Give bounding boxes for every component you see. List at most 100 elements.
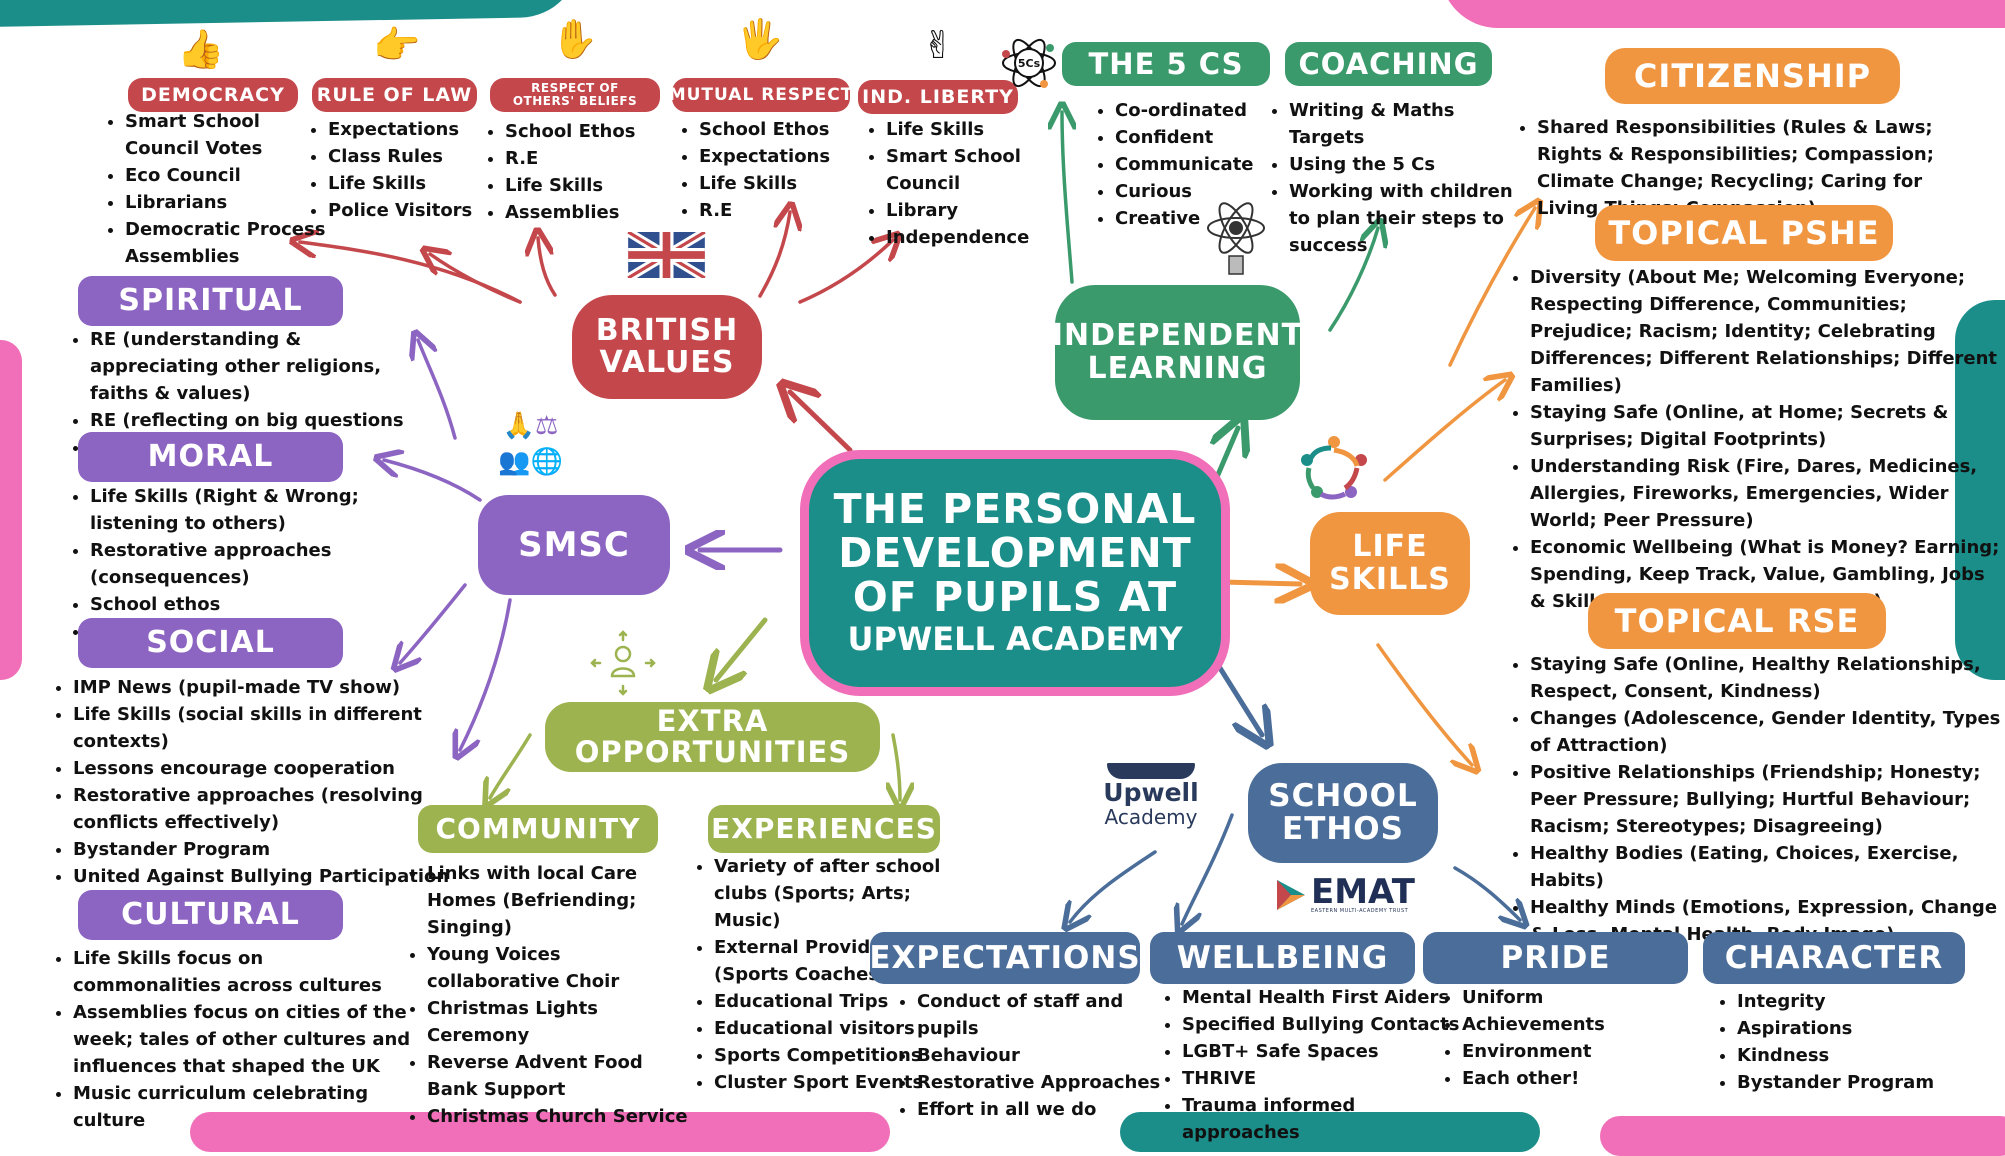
- five-cs-badge-text: 5Cs: [1018, 57, 1041, 70]
- label-respect-l2: OTHERS' BELIEFS: [512, 94, 638, 108]
- list-item: Healthy Bodies (Eating, Choices, Exercis…: [1530, 840, 2005, 894]
- centre-title-line3: OF PUPILS AT: [852, 573, 1178, 621]
- label-social: SOCIAL: [78, 618, 343, 668]
- label-cultural: CULTURAL: [78, 890, 343, 940]
- list-item: Smart School Council Votes: [125, 108, 335, 162]
- label-topical-rse: TOPICAL RSE: [1588, 593, 1886, 649]
- person-arrows-icon: [590, 630, 656, 696]
- list-item: Diversity (About Me; Welcoming Everyone;…: [1530, 264, 2000, 399]
- list-item: Independence: [886, 224, 1101, 251]
- list-item: Specified Bullying Contacts: [1182, 1011, 1462, 1038]
- list-item: Assemblies: [505, 199, 655, 226]
- list-item: Aspirations: [1737, 1015, 1967, 1042]
- label-citizenship: CITIZENSHIP: [1605, 48, 1900, 104]
- people-circle-icon: [1295, 432, 1373, 504]
- hub-british-values-l1: BRITISH: [595, 312, 739, 348]
- list-item: Bystander Program: [73, 836, 483, 863]
- label-expectations: EXPECTATIONS: [869, 932, 1140, 984]
- list-item: Life Skills: [699, 170, 869, 197]
- label-respect-l1: RESPECT OF: [531, 81, 619, 95]
- list-item: United Against Bullying Participation: [73, 863, 483, 890]
- label-ind-liberty: IND. LIBERTY: [858, 80, 1018, 114]
- list-respect: School Ethos R.E Life Skills Assemblies: [483, 118, 655, 226]
- hub-school-ethos: SCHOOL ETHOS: [1248, 763, 1438, 863]
- pointing-hand-icon: 👉: [373, 22, 421, 67]
- hub-extra-l1: EXTRA: [656, 703, 769, 738]
- connector-arrows: [0, 0, 2005, 1126]
- smsc-values-icons: 🙏⚖ 👥🌐: [478, 408, 583, 483]
- label-topical-pshe: TOPICAL PSHE: [1595, 205, 1893, 261]
- list-item: Class Rules: [328, 143, 498, 170]
- five-cs-atom-icon: 5Cs: [1000, 34, 1058, 92]
- list-item: Effort in all we do: [917, 1096, 1167, 1123]
- hub-british-values: BRITISH VALUES: [572, 295, 762, 399]
- upwell-logo-mark: [1107, 763, 1195, 779]
- label-coaching: COACHING: [1285, 42, 1492, 86]
- hub-life-skills-l2: SKILLS: [1329, 561, 1451, 597]
- emat-logo-subtext: EASTERN MULTI-ACADEMY TRUST: [1311, 908, 1409, 914]
- list-item: Positive Relationships (Friendship; Hone…: [1530, 759, 2005, 840]
- label-respect-of-others-beliefs: RESPECT OF OTHERS' BELIEFS: [490, 78, 660, 112]
- decor-blob-pink-left: [0, 340, 22, 680]
- list-item: Kindness: [1737, 1042, 1967, 1069]
- list-experiences: Variety of after school clubs (Sports; A…: [692, 853, 954, 1096]
- list-item: Bystander Program: [1737, 1069, 1967, 1096]
- hub-school-ethos-l2: ETHOS: [1282, 811, 1404, 847]
- list-item: Creative: [1115, 205, 1285, 232]
- list-expectations: Conduct of staff and pupils Behaviour Re…: [895, 988, 1167, 1123]
- list-item: RE (reflecting on big questions: [90, 407, 420, 434]
- list-item: Educational Trips: [714, 988, 954, 1015]
- hub-independent-learning-l2: LEARNING: [1087, 350, 1268, 386]
- list-item: Curious: [1115, 178, 1285, 205]
- list-the-5-cs: Co-ordinated Confident Communicate Curio…: [1093, 97, 1285, 232]
- list-item: School Ethos: [505, 118, 655, 145]
- centre-title-line1: THE PERSONAL: [833, 485, 1197, 533]
- list-item: Life Skills focus on commonalities acros…: [73, 945, 413, 999]
- list-item: Co-ordinated: [1115, 97, 1285, 124]
- centre-title-line4: UPWELL ACADEMY: [847, 620, 1183, 658]
- list-item: Links with local Care Homes (Befriending…: [427, 860, 697, 941]
- list-item: Understanding Risk (Fire, Dares, Medicin…: [1530, 453, 2000, 534]
- list-pride: Uniform Achievements Environment Each ot…: [1440, 984, 1682, 1092]
- hub-life-skills: LIFE SKILLS: [1310, 512, 1470, 615]
- label-experiences: EXPERIENCES: [708, 805, 940, 853]
- emat-logo-mark: [1277, 880, 1305, 910]
- hub-british-values-l2: VALUES: [599, 345, 735, 380]
- list-item: Police Visitors: [328, 197, 498, 224]
- list-item: Expectations: [328, 116, 498, 143]
- list-item: Life Skills: [886, 116, 1101, 143]
- list-item: Changes (Adolescence, Gender Identity, T…: [1530, 705, 2005, 759]
- people-icon: 👥: [498, 447, 531, 477]
- scales-icon: ⚖: [535, 411, 559, 441]
- list-item: Cluster Sport Events: [714, 1069, 954, 1096]
- list-social: IMP News (pupil-made TV show) Life Skill…: [51, 674, 483, 890]
- list-item: THRIVE: [1182, 1065, 1462, 1092]
- list-item: RE (understanding & appreciating other r…: [90, 326, 420, 407]
- centre-hub: THE PERSONAL DEVELOPMENT OF PUPILS AT UP…: [800, 450, 1230, 696]
- list-item: IMP News (pupil-made TV show): [73, 674, 483, 701]
- centre-title-line2: DEVELOPMENT: [838, 529, 1192, 577]
- list-item: School Ethos: [699, 116, 869, 143]
- hub-smsc-title: SMSC: [518, 524, 630, 565]
- label-wellbeing: WELLBEING: [1150, 932, 1415, 984]
- emat-logo: EMAT EASTERN MULTI-ACADEMY TRUST: [1275, 872, 1420, 918]
- list-item: Writing & Maths Targets: [1289, 97, 1529, 151]
- upwell-logo-text-l1: Upwell: [1103, 778, 1199, 807]
- list-cultural: Life Skills focus on commonalities acros…: [51, 945, 413, 1134]
- label-moral: MORAL: [78, 432, 343, 482]
- hub-extra-l2: OPPORTUNITIES: [574, 735, 851, 769]
- list-item: Democratic Process Assemblies: [125, 216, 335, 270]
- list-item: Each other!: [1462, 1065, 1682, 1092]
- globe-icon: 🌐: [530, 447, 563, 477]
- list-item: Life Skills (Right & Wrong; listening to…: [90, 483, 450, 537]
- list-item: Achievements: [1462, 1011, 1682, 1038]
- lightbulb-atom-icon: [1203, 198, 1269, 278]
- label-character: CHARACTER: [1703, 932, 1965, 984]
- list-item: Using the 5 Cs: [1289, 151, 1529, 178]
- list-item: Smart School Council: [886, 143, 1101, 197]
- list-item: Mental Health First Aiders: [1182, 984, 1462, 1011]
- list-item: Christmas Church Service: [427, 1103, 697, 1130]
- list-item: Assemblies focus on cities of the week; …: [73, 999, 413, 1080]
- praying-hands-icon: 🙏: [502, 411, 536, 441]
- list-item: Variety of after school clubs (Sports; A…: [714, 853, 954, 934]
